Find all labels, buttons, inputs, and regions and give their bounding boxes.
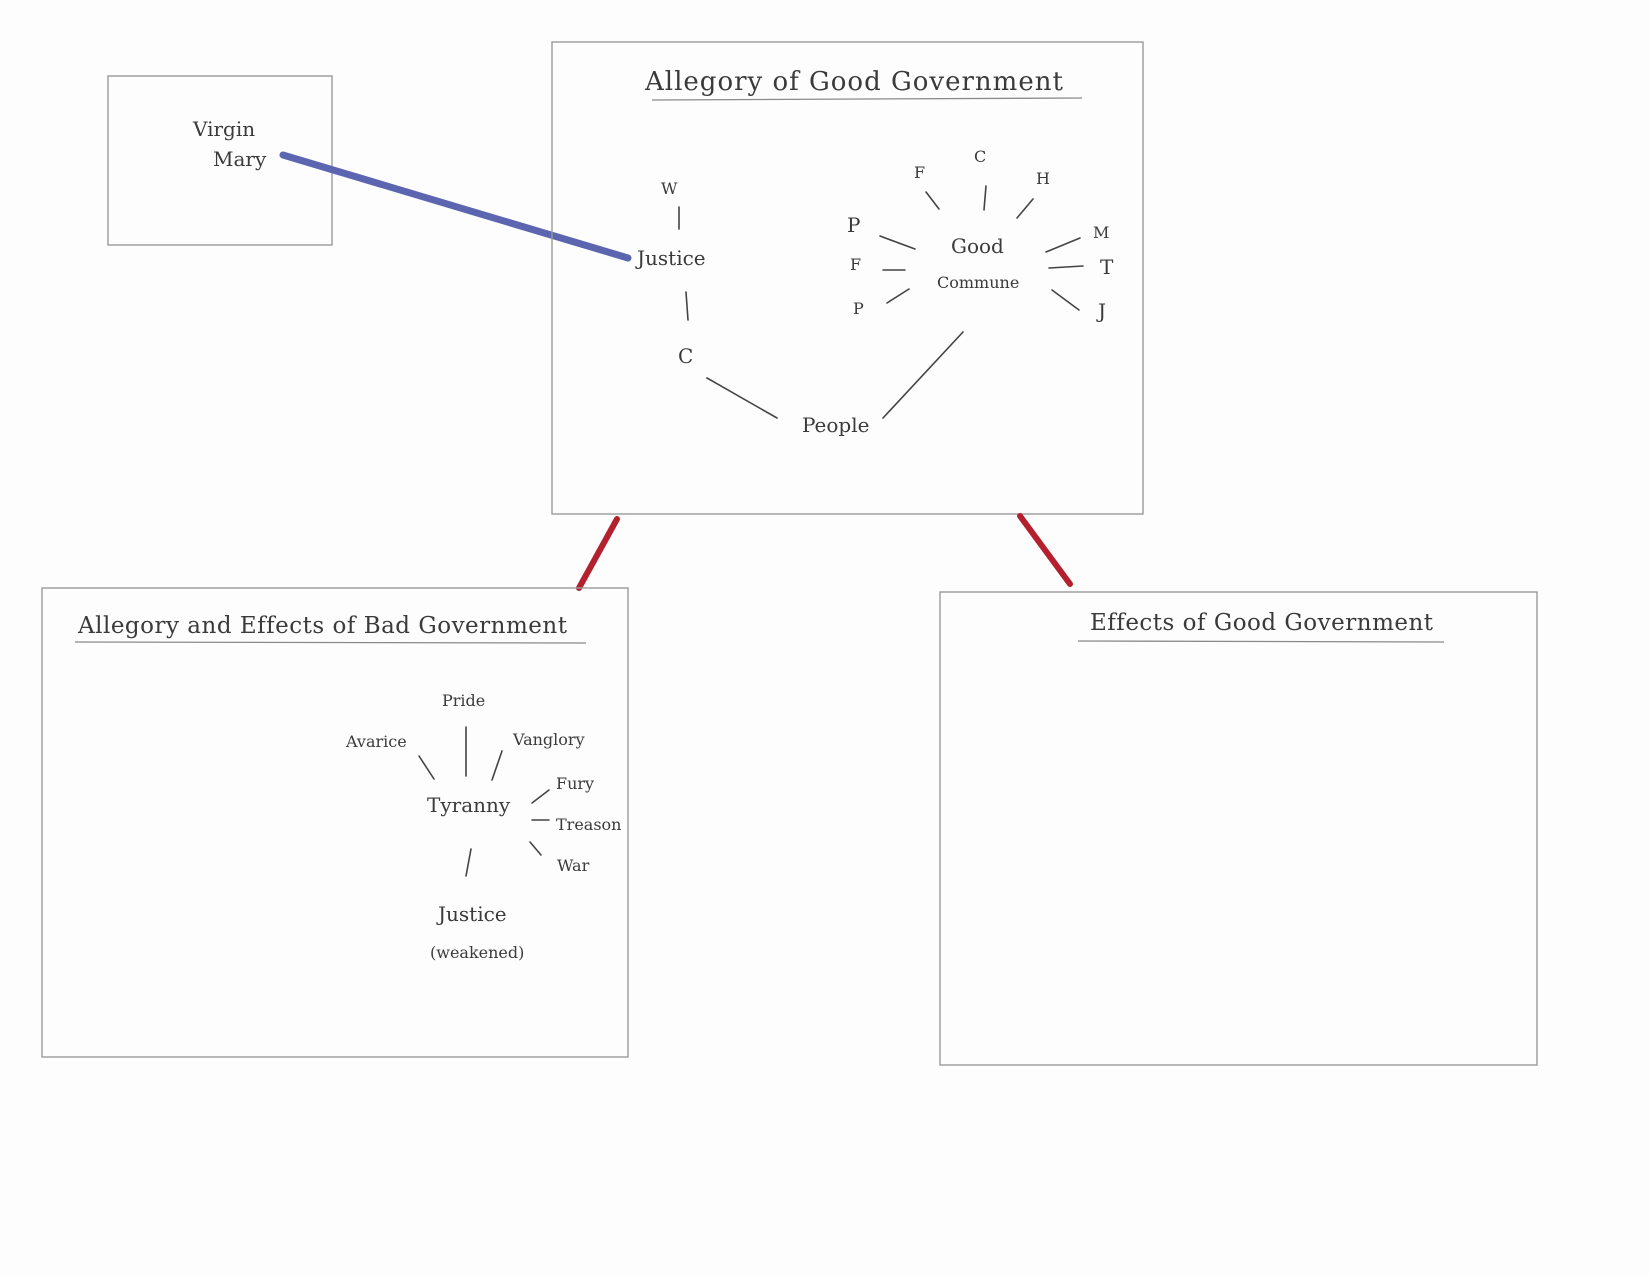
commune-left-middle-letter: F [850,255,861,274]
justice-weakened-tick [465,848,472,877]
virgin-mary-box [107,75,333,246]
effects-good-government-title-underline [1077,640,1445,643]
c-to-people-line [706,377,778,419]
commune-right-bottom-letter: J [1096,299,1106,323]
justice-top-letter: W [661,179,678,198]
people-label: People [802,413,869,437]
justice-bottom-tick [685,291,689,321]
commune-right-top-letter: M [1093,223,1109,242]
commune-top-right-letter: H [1036,169,1050,188]
commune-top-center-tick [983,185,987,211]
vanglory-label: Vanglory [512,730,585,749]
good-commune-label-line2: Commune [937,273,1019,292]
commune-right-middle-tick [1048,265,1084,269]
effects-good-government-node: Effects of Good Government [939,591,1538,1066]
pride-label: Pride [442,691,485,710]
tyranny-label: Tyranny [427,793,511,817]
good-government-title-underline [651,97,1083,101]
commune-left-bottom-tick [886,288,910,304]
commune-top-right-tick [1016,198,1034,219]
bad-government-title-underline [74,641,587,644]
justice-weakened-label-line1: Justice [436,902,507,926]
good-to-bad-connector [576,516,620,591]
good-government-title: Allegory of Good Government [644,67,1064,97]
justice-weakened-label-line2: (weakened) [430,943,524,962]
commune-top-left-tick [925,191,940,210]
bad-government-box [41,587,629,1058]
vanglory-tick [491,750,503,781]
good-government-node: Allegory of Good Government W Justice C … [551,41,1144,515]
avarice-tick [418,755,435,780]
commune-top-center-letter: C [974,147,986,166]
effects-good-government-title: Effects of Good Government [1090,610,1434,636]
justice-bottom-letter: C [678,344,693,368]
commune-left-top-tick [879,235,916,250]
virgin-mary-label-line2: Mary [213,147,267,171]
commune-right-bottom-tick [1051,289,1080,311]
avarice-label: Avarice [345,732,407,751]
bad-government-node: Allegory and Effects of Bad Government P… [41,587,629,1058]
commune-right-middle-letter: T [1100,255,1114,279]
war-tick [529,841,542,856]
justice-label: Justice [635,246,706,270]
commune-left-top-letter: P [847,213,860,237]
good-commune-label-line1: Good [951,234,1004,258]
good-to-effects-connector [1017,513,1073,587]
effects-good-government-box [939,591,1538,1066]
treason-label: Treason [556,815,621,834]
fury-label: Fury [556,774,594,793]
war-label: War [557,856,590,875]
virgin-mary-node: Virgin Mary [107,75,333,246]
commune-right-top-tick [1045,237,1081,253]
bad-government-title: Allegory and Effects of Bad Government [77,613,568,639]
virgin-mary-label-line1: Virgin [192,117,255,141]
people-to-commune-line [882,331,964,419]
commune-left-bottom-letter: P [853,299,864,318]
virgin-mary-justice-connector [279,151,632,262]
good-government-box [551,41,1144,515]
fury-tick [531,789,550,804]
commune-top-left-letter: F [914,163,925,182]
